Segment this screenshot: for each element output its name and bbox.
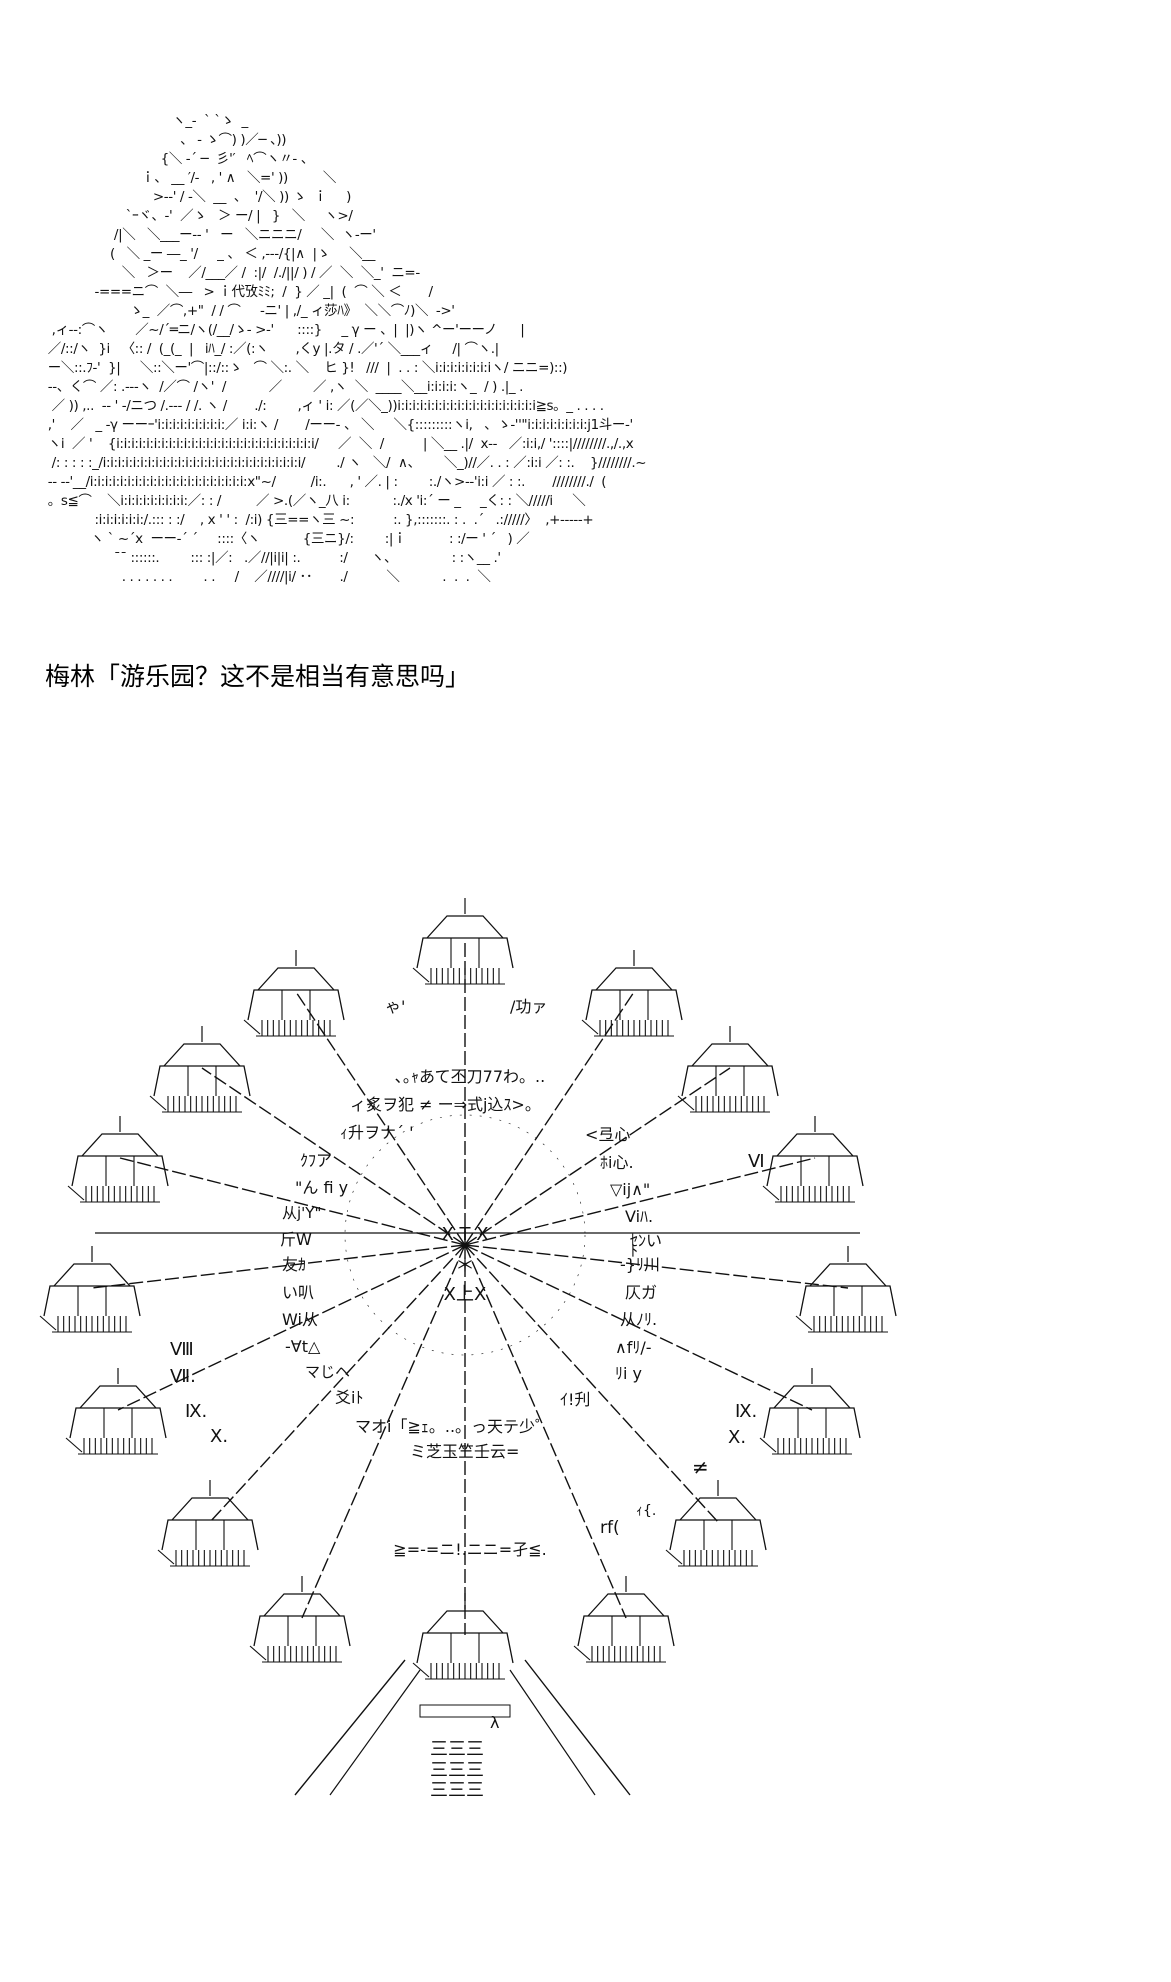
wheel-center-text: -∀t△ <box>285 1337 321 1356</box>
gondola <box>157 1480 259 1567</box>
gondola <box>665 1480 767 1567</box>
gondola <box>573 1576 675 1663</box>
ferris-wheel-ascii-art: ､｡ｬあて丕刀77わ。.. ィ炙ヲ犯 ≠ ー⇒式j込ｽ>。 ｨ升ヲナ´ ' ｸﾌア "ん… <box>39 898 897 1801</box>
base-bars: 三三三 <box>430 1739 484 1760</box>
gondola <box>581 950 683 1037</box>
gondola <box>412 1593 514 1680</box>
wheel-right-text: 从ﾉﾘ. <box>620 1310 657 1329</box>
gondola <box>759 1368 861 1455</box>
wheel-right-text: ∧fﾘ/- <box>615 1338 652 1357</box>
base-mark: λ <box>490 1713 499 1732</box>
gondola <box>65 1368 167 1455</box>
gondola-label-ya: ゃ' <box>385 997 405 1016</box>
support-leg-left-inner <box>329 1669 421 1796</box>
hub-label: X T X <box>441 1224 488 1245</box>
gondola <box>677 1026 779 1113</box>
wheel-center-text: ィ炙ヲ犯 ≠ ー⇒式j込ｽ>。 <box>350 1095 541 1114</box>
wheel-spoke <box>464 1244 627 1619</box>
wheel-center-text: ､｡ｬあて丕刀77わ。.. <box>395 1067 545 1086</box>
wheel-right-text: -}ﾘ川 <box>620 1255 660 1274</box>
roman-numeral: Ⅵ <box>748 1151 765 1172</box>
roman-numeral: Ⅸ. <box>185 1401 207 1422</box>
hub-lower-label: X上X <box>444 1284 487 1305</box>
wheel-right-text: ▽ij∧" <box>610 1180 650 1199</box>
wheel-spoke <box>91 1244 466 1289</box>
wheel-center-text: ｨ升ヲナ´ ' <box>340 1123 414 1142</box>
wheel-spoke <box>117 1244 466 1411</box>
support-leg-right-inner <box>509 1669 596 1796</box>
wheel-spoke <box>464 1157 816 1246</box>
wheel-spoke <box>464 991 635 1246</box>
wheel-spoke <box>464 1244 719 1523</box>
roman-numeral: Ⅷ <box>170 1339 194 1360</box>
gondola <box>67 1116 169 1203</box>
not-equal-mark: ≠ <box>692 1455 709 1479</box>
wheel-right-text: ﾘi y <box>615 1364 642 1383</box>
wheel-center-text: "ん fi y <box>295 1178 348 1197</box>
wheel-bottom-text: ≧=-=ニ!.ニニ=孑≦. <box>393 1540 546 1559</box>
wheel-right-text: 仄ガ <box>625 1283 657 1302</box>
wheel-center-text: ミ芝玉竺壬云= <box>410 1442 519 1461</box>
wheel-right-text: Viﾊ. <box>625 1207 653 1226</box>
gondola <box>412 898 514 985</box>
roman-numeral: Ⅸ. <box>735 1401 757 1422</box>
small-mark: ｨ{. <box>636 1503 656 1519</box>
wheel-spoke <box>301 1244 466 1619</box>
wheel-spoke <box>201 1067 466 1246</box>
support-leg-left <box>294 1659 406 1796</box>
wheel-center-text: Wi从 <box>282 1310 318 1329</box>
wheel-center-text: 爻iﾄ <box>335 1388 363 1407</box>
ground-box <box>419 1704 511 1718</box>
wheel-right-text: ｾﾝい <box>630 1231 662 1250</box>
wheel-right-text: ｲ!刋 <box>560 1390 590 1409</box>
wheel-spoke <box>464 1244 849 1289</box>
gondola <box>149 1026 251 1113</box>
gondola <box>39 1246 141 1333</box>
wheel-center-text: マじヘ <box>305 1363 350 1381</box>
hub-ring <box>344 1114 586 1356</box>
hub-star: ＊ <box>455 1253 475 1277</box>
wheel-center-text: ｸﾌア <box>300 1151 332 1170</box>
wheel-center-text: 斤W <box>280 1230 312 1249</box>
roman-numeral: Ⅶ. <box>170 1366 196 1387</box>
wheel-center-text: マオi「≧ｪ。..。っ天テ少゜ <box>355 1417 551 1436</box>
wheel-center-text: い叭 <box>282 1283 314 1302</box>
rf-mark: rf( <box>600 1518 620 1538</box>
caption-text: 梅林「游乐园？这不是相当有意思吗」 <box>45 662 471 691</box>
wheel-spoke <box>119 1157 466 1246</box>
base-bars: 三三三 <box>430 1760 484 1781</box>
gondola <box>243 950 345 1037</box>
wheel-spoke <box>209 1244 466 1523</box>
roman-numeral: X. <box>210 1426 228 1447</box>
wheel-spoke <box>464 1244 813 1411</box>
gondola <box>249 1576 351 1663</box>
base-bars: 三三三 <box>430 1780 484 1801</box>
wheel-right-text: <弖心 <box>585 1125 630 1144</box>
wheel-right-text: ﾄ <box>630 1241 638 1260</box>
support-leg-right <box>524 1659 631 1796</box>
roman-numeral: X. <box>728 1427 746 1448</box>
gondola <box>795 1246 897 1333</box>
ascii-art-landscape: ヽ_- ` `ゝ _ 、 - ゝ⌒) )／─ 、)) {＼ -´ ─ 彡'′ ﾍ… <box>47 113 647 585</box>
wheel-center-text: 友ｶ <box>282 1255 306 1274</box>
wheel-right-text: ﾎi心. <box>600 1153 634 1172</box>
wheel-spoke <box>464 1067 731 1246</box>
gondola-label-kouya: /功ァ <box>510 997 547 1016</box>
wheel-center-text: 从j'Y" <box>282 1204 321 1222</box>
gondola <box>762 1116 864 1203</box>
